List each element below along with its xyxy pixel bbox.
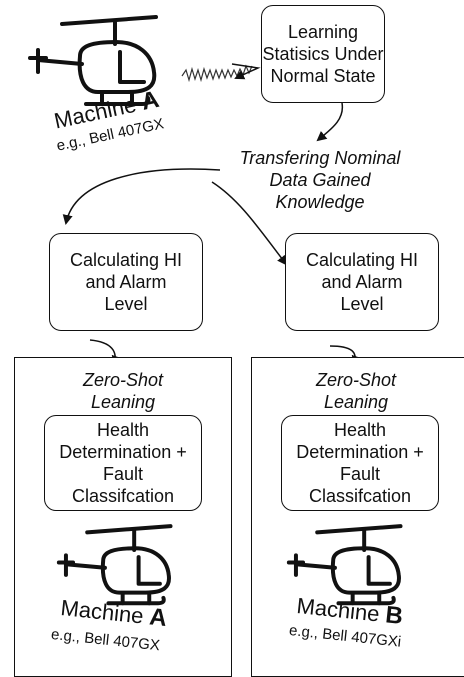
health-determination-box-left: Health Determination + Fault Classifcati… [44, 415, 202, 511]
helicopter-icon [56, 524, 173, 606]
curved-arrow-icon [211, 181, 288, 266]
noisy-signal-arrow-icon [181, 63, 261, 83]
zero-shot-title-right: Zero-Shot Leaning [315, 370, 397, 412]
transfer-knowledge-text: Transfering Nominal Data Gained Knowledg… [239, 148, 401, 212]
curved-arrow-icon [62, 168, 221, 225]
zero-shot-panel-right [251, 357, 464, 677]
zero-shot-panel-left [14, 357, 232, 677]
curved-arrow-icon [316, 102, 344, 142]
zero-shot-title-left: Zero-Shot Leaning [82, 370, 164, 412]
learning-statistics-box: Learning Statisics Under Normal State [261, 5, 385, 103]
calculating-hi-box-left: Calculating HI and Alarm Level [49, 233, 203, 331]
helicopter-icon [28, 15, 158, 106]
calculating-hi-box-right: Calculating HI and Alarm Level [285, 233, 439, 331]
health-determination-box-right: Health Determination + Fault Classifcati… [281, 415, 439, 511]
helicopter-icon [286, 524, 403, 606]
